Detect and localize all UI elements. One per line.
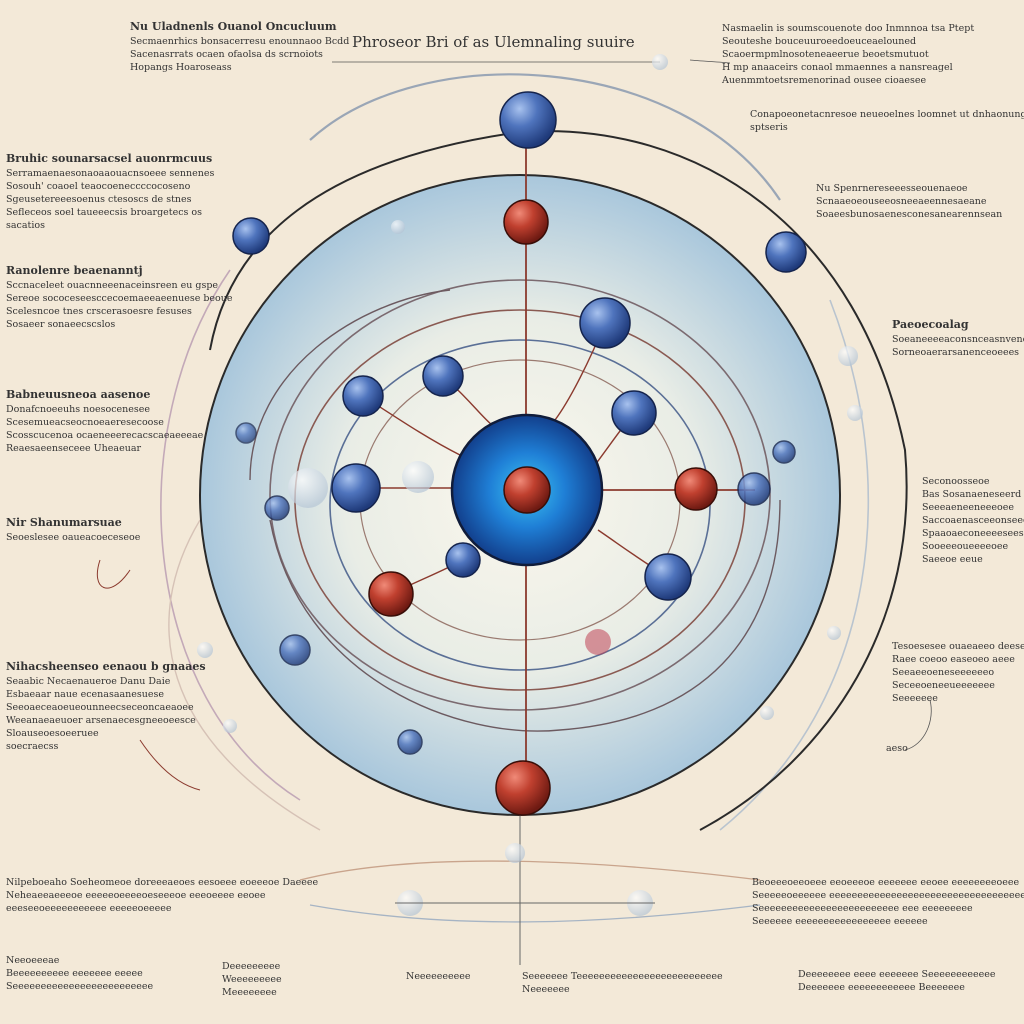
electrons <box>232 91 807 755</box>
electron <box>397 729 423 755</box>
proton <box>368 571 414 617</box>
electron <box>232 217 270 255</box>
electron <box>737 472 771 506</box>
annotation-right-2: Paeoecoalag Soeaneeeeaconsnceasnvenenaee… <box>892 318 1024 358</box>
proton <box>585 629 611 655</box>
outer-orbit-dark <box>209 130 908 831</box>
annotation-right-4: Tesoesesee ouaeaeeo deeseo Raee coeoo ea… <box>892 641 1024 704</box>
electron <box>499 91 557 149</box>
electron <box>579 297 631 349</box>
electron <box>342 375 384 417</box>
proton <box>503 199 549 245</box>
electron <box>264 495 290 521</box>
annotation-left-4: Nir Shanumarsuae Seoeslesee oaueacoecese… <box>6 516 141 543</box>
annotation-top-right: Nasmaelin is soumscouenote doo Inmnnoa t… <box>722 23 975 86</box>
electron <box>644 553 692 601</box>
annotation-left-5: Nihacsheenseo eenaou b gnaaes Seaabic Ne… <box>6 660 206 752</box>
footer-label-3: Neeeeeeeeee <box>406 971 471 982</box>
annotation-left-2: Ranolenre beaenanntj Sccnaceleet ouacnne… <box>6 264 233 330</box>
annotation-bottom-right: Beoeeeoeeoeee eeoeeeoe eeeeeee eeoee eee… <box>752 877 1024 927</box>
electron <box>772 440 796 464</box>
annotation-bottom-left: Nilpeboeaho Soeheomeoe doreeeaeoes eesoe… <box>6 877 319 914</box>
annotation-right-1: Nu Spenrnereseeesseouenaeoe Scnaaeoeouse… <box>816 183 1003 220</box>
footer-label-2: Deeeeeeeee Weeeeeeeee Meeeeeeee <box>222 961 282 998</box>
protons <box>368 199 718 816</box>
footer-label-1: Neeoeeeae Beeeeeeeeee eeeeeee eeeee Seee… <box>6 955 154 992</box>
annotation-right-small: aeso <box>886 743 908 754</box>
electron <box>422 355 464 397</box>
proton <box>674 467 718 511</box>
annotation-top-left: Nu Uladnenls Ouanol Oncucluum Secmaenrhi… <box>130 20 350 73</box>
electron <box>445 542 481 578</box>
electron <box>279 634 311 666</box>
electron <box>331 463 381 513</box>
proton <box>495 760 551 816</box>
footer-label-5: Deeeeeeee eeee eeeeeee Seeeeeeeeeeee Dee… <box>798 969 996 993</box>
annotation-left-1: Bruhic sounarsacsel auonrmcuus Serramaen… <box>6 152 215 231</box>
electron <box>611 390 657 436</box>
nucleus-core-proton <box>503 466 551 514</box>
annotation-upper-right-note: Conapoeonetacnresoe neueoelnes loomnet u… <box>750 109 1024 133</box>
footer-label-4: Seeeeeee Teeeeeeeeeeeeeeeeeeeeeeeeee Nee… <box>522 971 723 995</box>
diagram-title: Phroseor Bri of as Ulemnaling suuire <box>352 33 635 51</box>
electron <box>765 231 807 273</box>
electron <box>235 422 257 444</box>
annotation-right-3: Seconoosseoe Bas Sosanaeneseerd Seeeaene… <box>922 476 1024 565</box>
annotation-left-3: Babneuusneoa aasenoe Donafcnoeeuhs noeso… <box>6 388 204 454</box>
